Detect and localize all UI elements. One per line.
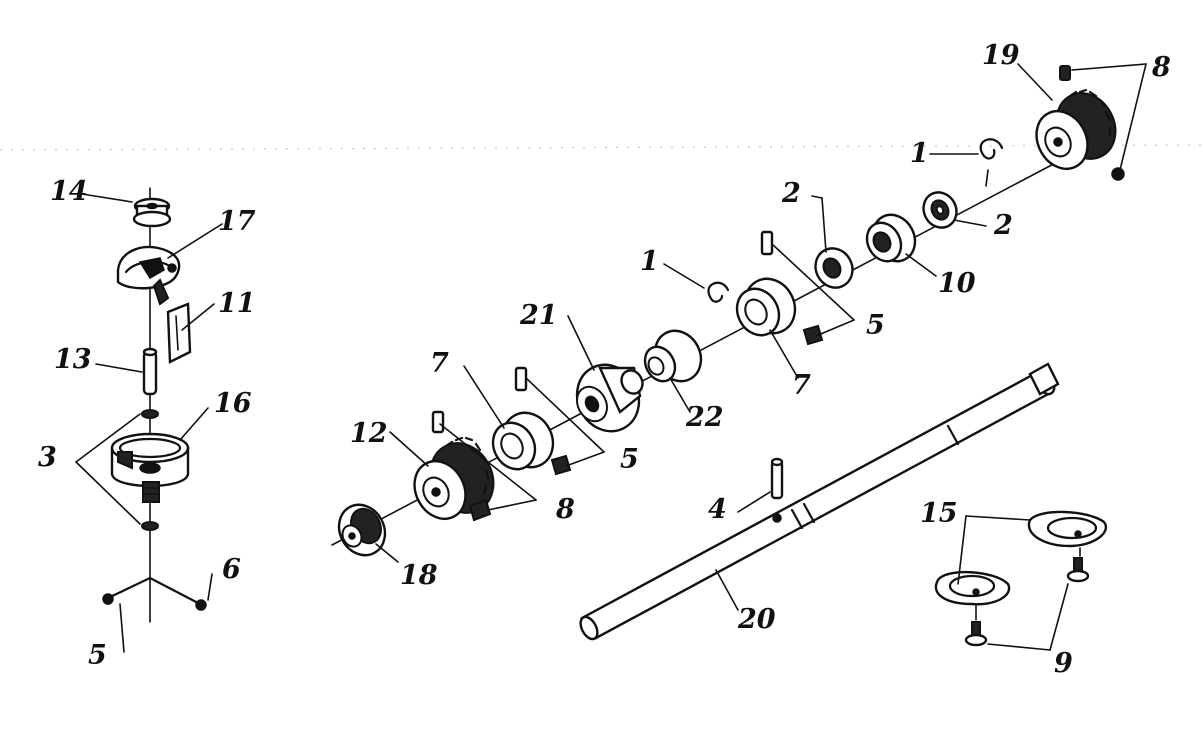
part-3-washer-upper xyxy=(141,409,159,419)
part-10-bearing xyxy=(865,213,917,263)
label-22: 22 xyxy=(685,402,724,433)
label-16: 16 xyxy=(214,388,252,419)
label-17: 17 xyxy=(218,206,256,237)
label-14: 14 xyxy=(50,176,88,207)
label-18: 18 xyxy=(400,560,438,591)
part-13-pin xyxy=(142,347,158,396)
part-11-plate xyxy=(166,302,192,364)
left-leaders xyxy=(75,193,223,653)
label-21: 21 xyxy=(519,300,558,331)
part-18-end-knob xyxy=(337,503,387,557)
label-13: 13 xyxy=(54,344,92,375)
label-12: 12 xyxy=(350,418,388,449)
part-2-washer-lower xyxy=(814,247,854,289)
label-2-left: 2 xyxy=(781,178,801,209)
pad-leaders xyxy=(957,515,1069,651)
part-20-shaft xyxy=(579,362,1060,641)
main-leaders xyxy=(375,63,1147,563)
left-assembly xyxy=(102,187,207,623)
part-12-gear xyxy=(413,410,495,522)
parts-15-9-pads xyxy=(934,510,1108,647)
label-15: 15 xyxy=(920,498,958,529)
label-5-lower: 5 xyxy=(620,444,639,475)
part-15-pad-upper xyxy=(1027,510,1108,548)
part-2-washer-upper xyxy=(922,191,958,229)
part-1-clip-top xyxy=(979,138,1004,187)
label-8-lower: 8 xyxy=(555,494,575,525)
part-4-pin xyxy=(770,457,784,523)
part-14-spool xyxy=(132,197,172,228)
base-tripod xyxy=(102,576,207,611)
label-8-top: 8 xyxy=(1151,52,1171,83)
part-7-collar-lower xyxy=(491,366,572,476)
label-19: 19 xyxy=(982,40,1020,71)
label-3: 3 xyxy=(38,442,57,473)
label-10: 10 xyxy=(938,268,976,299)
part-19-gear xyxy=(1035,65,1125,181)
part-17-cam-plate xyxy=(116,245,181,306)
label-7-right: 7 xyxy=(792,370,811,401)
part-15-pad-lower xyxy=(934,570,1011,606)
label-7-left: 7 xyxy=(430,348,449,379)
part-3-washer-lower xyxy=(141,521,159,531)
label-2-right: 2 xyxy=(993,210,1013,241)
label-6: 6 xyxy=(222,554,241,585)
label-1-mid: 1 xyxy=(640,246,659,277)
label-5-upper: 5 xyxy=(866,310,885,341)
scan-line xyxy=(0,144,1203,151)
label-20: 20 xyxy=(737,604,776,635)
part-7-collar-upper xyxy=(735,230,824,346)
part-1-clip-mid xyxy=(707,281,730,303)
part-22-bushing xyxy=(643,329,703,383)
shaft-leaders xyxy=(715,491,771,611)
main-assembly xyxy=(331,65,1125,557)
part-16-cup xyxy=(110,432,190,503)
part-21-cam-hub xyxy=(575,363,644,433)
label-5-left: 5 xyxy=(88,640,107,671)
part-9-screw-right xyxy=(1066,557,1090,583)
part-9-screw-left xyxy=(964,621,988,647)
label-1-top: 1 xyxy=(910,138,929,169)
label-9: 9 xyxy=(1054,648,1073,679)
label-11: 11 xyxy=(218,288,256,319)
label-4: 4 xyxy=(708,494,727,525)
part-labels: 14 17 11 13 16 3 6 5 19 8 1 2 2 10 1 5 2… xyxy=(38,40,1171,679)
